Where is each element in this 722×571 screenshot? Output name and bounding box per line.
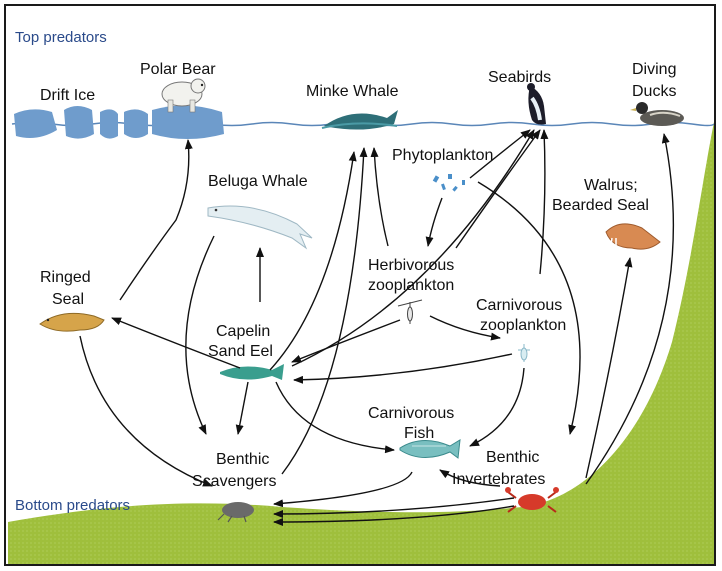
benthic-invertebrates-label-line2: Invertebrates — [452, 470, 545, 489]
capelin-label-line2: Sand Eel — [208, 342, 273, 361]
arrow-beluga-to-benthic — [186, 236, 214, 434]
walrus-label-line2: Bearded Seal — [552, 196, 649, 215]
arrow-phytoplankton-to-herbivorous — [428, 198, 442, 246]
capelin-label-line1: Capelin — [216, 322, 270, 341]
polar-bear-label: Polar Bear — [140, 60, 216, 79]
arrow-carnivorous-zoo-to-capelin — [294, 354, 512, 380]
phytoplankton-icon — [433, 174, 465, 192]
ringed-seal-label-line2: Seal — [52, 290, 84, 309]
walrus-label-line1: Walrus; — [584, 176, 638, 195]
diving-duck-icon — [630, 102, 684, 126]
food-web-diagram: Top predators Bottom predators Drift Ice… — [4, 4, 716, 566]
seabird-icon — [527, 83, 546, 125]
phytoplankton-label: Phytoplankton — [392, 146, 493, 165]
carnivorous-fish-label-line2: Fish — [404, 424, 434, 443]
carnivorous-zooplankton-icon — [518, 344, 530, 362]
benthic-scavengers-label-line1: Benthic — [216, 450, 269, 469]
arrow-carnivorous-zoo-to-carnivorous-fish — [470, 368, 524, 446]
herbivorous-zooplankton-label-line1: Herbivorous — [368, 256, 454, 275]
capelin-fish-icon — [220, 364, 284, 380]
minke-whale-label: Minke Whale — [306, 82, 398, 101]
carnivorous-zooplankton-label-line2: zooplankton — [480, 316, 566, 335]
arrow-carnivorous-fish-to-benthic-scav — [274, 472, 412, 504]
carnivorous-fish-label-line1: Carnivorous — [368, 404, 454, 423]
ringed-seal-label-line1: Ringed — [40, 268, 91, 287]
carnivorous-zooplankton-label-line1: Carnivorous — [476, 296, 562, 315]
arrow-herbivorous-to-capelin — [292, 320, 400, 362]
walrus-icon — [606, 224, 660, 252]
herbivorous-zooplankton-icon — [398, 300, 422, 324]
herbivorous-zooplankton-label-line2: zooplankton — [368, 276, 454, 295]
minke-whale-icon — [322, 110, 398, 130]
top-predators-label: Top predators — [15, 28, 107, 47]
benthic-scavengers-label-line2: Scavengers — [192, 472, 277, 491]
beluga-whale-label: Beluga Whale — [208, 172, 308, 191]
benthic-invertebrates-label-line1: Benthic — [486, 448, 539, 467]
bottom-predators-label: Bottom predators — [15, 496, 130, 515]
drift-ice-label: Drift Ice — [40, 86, 95, 105]
arrow-carnivorous-zoo-to-seabirds — [540, 130, 545, 274]
arrow-ringed-seal-to-polar-bear — [120, 140, 189, 300]
diving-ducks-label-line1: Diving — [632, 60, 676, 79]
arrow-ringed-seal-to-benthic — [80, 336, 212, 486]
seabirds-label: Seabirds — [488, 68, 551, 87]
arrow-capelin-to-benthic — [238, 382, 248, 434]
arrow-herbivorous-to-minke — [374, 148, 388, 246]
benthic-invertebrates-icon — [505, 487, 559, 512]
beluga-whale-icon — [208, 206, 312, 248]
arrow-benthic-to-minke — [282, 148, 364, 474]
ringed-seal-icon — [40, 313, 104, 331]
diving-ducks-label-line2: Ducks — [632, 82, 676, 101]
